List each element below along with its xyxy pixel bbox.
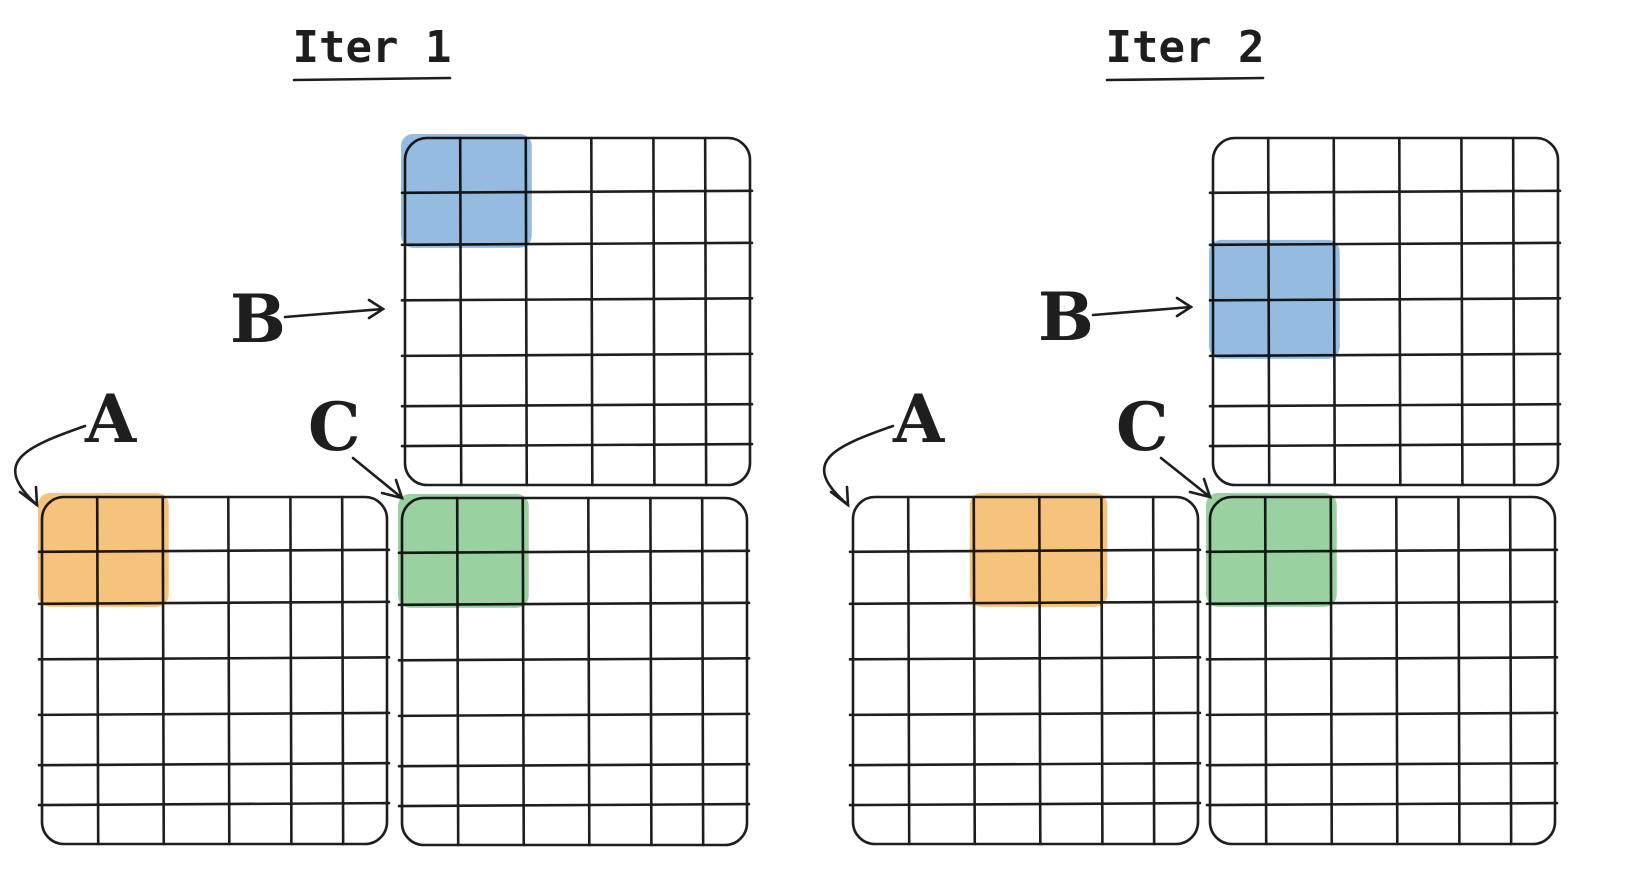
- iteration-1: Iter 1 B A C: [13, 22, 754, 847]
- grid-row-line: [1205, 761, 1559, 767]
- grid-row-line: [1205, 711, 1559, 717]
- grid-row-line: [1208, 442, 1562, 448]
- grid-a: A: [822, 380, 1202, 846]
- highlight-block-c: [398, 494, 529, 608]
- grid-column-line: [1460, 136, 1464, 487]
- grid-row-line: [848, 801, 1202, 807]
- grid-column-line: [589, 136, 594, 487]
- grid-row-line: [397, 712, 751, 718]
- grid-column-line: [1508, 495, 1513, 846]
- grid-row-line: [848, 711, 1202, 717]
- grid-column-line: [700, 496, 705, 847]
- highlight-block-c: [1206, 493, 1337, 607]
- grid-border: [400, 496, 749, 847]
- iteration-title: Iter 2: [1106, 22, 1265, 73]
- grid-row-line: [37, 761, 391, 767]
- grid-row-line: [1208, 189, 1562, 195]
- highlight-block-a: [38, 493, 169, 607]
- grid-column-line: [1395, 495, 1399, 846]
- arrowhead-icon: [1188, 477, 1212, 499]
- grid-border: [403, 136, 752, 487]
- grid-row-line: [397, 802, 751, 808]
- grid-row-line: [1208, 402, 1562, 408]
- grid-row-line: [397, 657, 751, 662]
- grid-c: C: [308, 388, 751, 847]
- arrow-to-grid-c: [1159, 456, 1212, 499]
- arrow-to-grid-b: [1091, 305, 1193, 317]
- grid-row-line: [397, 762, 751, 768]
- grid-a: A: [13, 380, 391, 846]
- grid-column-line: [1398, 136, 1402, 487]
- grid-row-line: [400, 297, 754, 302]
- arrowhead-icon: [380, 478, 404, 500]
- grid-column-line: [289, 495, 293, 846]
- grid-row-line: [1205, 801, 1559, 807]
- grid-border: [1208, 495, 1557, 846]
- grid-row-line: [400, 352, 754, 358]
- grid-b: B: [230, 134, 754, 487]
- label-a: A: [892, 380, 945, 458]
- highlight-block-b: [1209, 239, 1340, 359]
- label-c: C: [308, 388, 361, 466]
- highlight-block-a: [969, 493, 1108, 607]
- label-a: A: [84, 380, 137, 458]
- iteration-title: Iter 1: [293, 22, 452, 73]
- grid-row-line: [37, 711, 391, 717]
- grid-column-line: [340, 495, 345, 846]
- grid-column-line: [652, 136, 656, 487]
- grid-column-line: [586, 496, 591, 847]
- grid-column-line: [906, 495, 911, 846]
- title-underline: [292, 76, 452, 82]
- grid-row-line: [848, 761, 1202, 767]
- arrowhead-icon: [18, 485, 39, 508]
- label-c: C: [1116, 388, 1169, 466]
- arrowhead-icon: [367, 298, 386, 320]
- grid-row-line: [848, 656, 1202, 661]
- arrow-to-grid-a: [13, 424, 87, 507]
- label-b: B: [230, 280, 286, 358]
- grid-column-line: [227, 495, 231, 846]
- grid-column-line: [1511, 136, 1516, 487]
- grid-column-line: [1457, 495, 1461, 846]
- grid-row-line: [400, 442, 754, 448]
- grid-row-line: [37, 656, 391, 661]
- arrow-to-grid-a: [822, 424, 895, 507]
- grid-row-line: [1205, 656, 1559, 661]
- grid-b: B: [1038, 136, 1562, 487]
- label-b: B: [1038, 278, 1094, 356]
- arrowhead-icon: [829, 485, 850, 508]
- grid-c: C: [1116, 388, 1559, 846]
- arrow-to-grid-b: [283, 307, 385, 319]
- highlight-block-b: [401, 134, 532, 248]
- grid-row-line: [37, 801, 391, 807]
- grid-column-line: [703, 136, 708, 487]
- grid-border: [40, 495, 389, 846]
- title-underline: [1105, 76, 1265, 82]
- arrowhead-icon: [1175, 296, 1194, 318]
- grid-column-line: [649, 496, 653, 847]
- grid-column-line: [1151, 495, 1156, 846]
- arrow-to-grid-c: [351, 456, 404, 500]
- iteration-2: Iter 2 B A C: [822, 22, 1562, 846]
- grid-row-line: [400, 402, 754, 408]
